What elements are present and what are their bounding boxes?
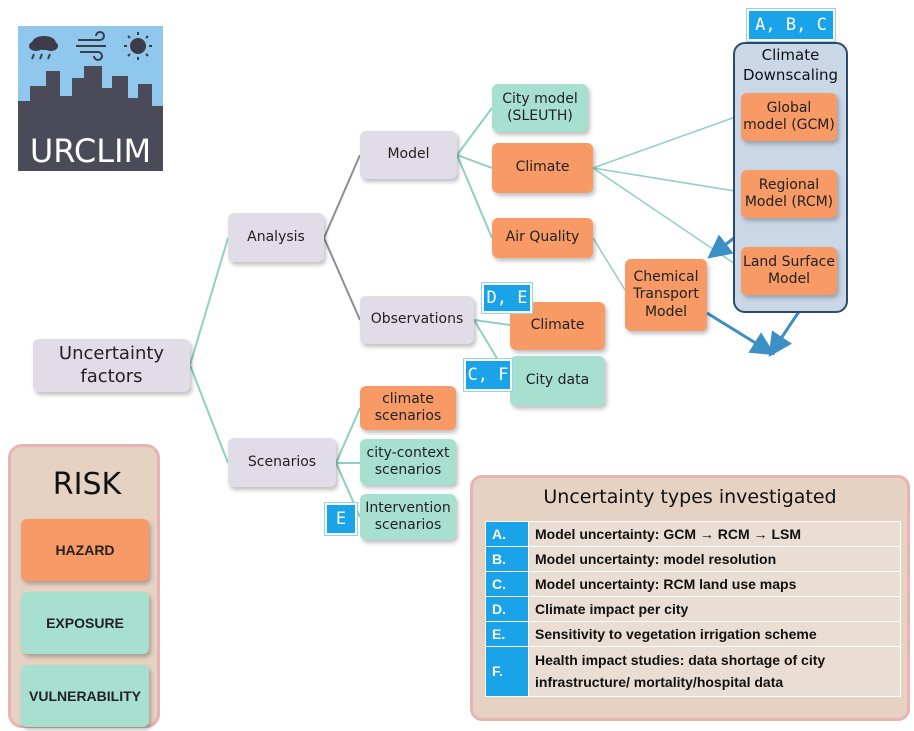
climate-scenarios-node[interactable]: climate scenarios bbox=[360, 386, 456, 430]
uncertainty-factors-node[interactable]: Uncertainty factors bbox=[33, 339, 190, 392]
uncertainty-types-table: A.Model uncertainty: GCM → RCM → LSM B.M… bbox=[485, 521, 901, 697]
tree-lines-analysis bbox=[323, 154, 361, 321]
intervention-scenarios-node[interactable]: Intervention scenarios bbox=[360, 494, 456, 540]
row-text: Model uncertainty: RCM land use maps bbox=[528, 571, 901, 597]
skyline-graphic bbox=[18, 31, 163, 171]
sun-icon bbox=[124, 32, 152, 60]
city-data-node[interactable]: City data bbox=[510, 356, 605, 406]
climate-model-node[interactable]: Climate bbox=[492, 143, 593, 193]
air-quality-node[interactable]: Air Quality bbox=[492, 218, 593, 258]
table-row: D.Climate impact per city bbox=[485, 596, 901, 622]
row-letter: E. bbox=[485, 621, 529, 647]
model-node[interactable]: Model bbox=[360, 131, 457, 179]
city-model-sleuth-node[interactable]: City model (SLEUTH) bbox=[492, 84, 588, 132]
tag-cf: C, F bbox=[463, 358, 513, 392]
tag-abc: A, B, C bbox=[746, 8, 836, 42]
table-row: A.Model uncertainty: GCM → RCM → LSM bbox=[485, 521, 901, 547]
tag-de: D, E bbox=[481, 282, 533, 314]
uncertainty-types-panel: Uncertainty types investigated A.Model u… bbox=[470, 475, 910, 721]
uncertainty-types-title: Uncertainty types investigated bbox=[543, 486, 837, 508]
row-text: Model uncertainty: GCM → RCM → LSM bbox=[528, 521, 901, 547]
tag-e: E bbox=[324, 502, 358, 536]
climate-downscaling-title: Climate Downscaling bbox=[742, 46, 839, 84]
observations-node[interactable]: Observations bbox=[360, 296, 474, 344]
wind-icon bbox=[76, 31, 106, 61]
analysis-node[interactable]: Analysis bbox=[228, 213, 324, 262]
land-surface-model-node[interactable]: Land Surface Model bbox=[741, 247, 837, 295]
exposure-box: EXPOSURE bbox=[21, 592, 149, 654]
scenarios-node[interactable]: Scenarios bbox=[228, 438, 336, 487]
city-skyline bbox=[18, 66, 163, 171]
urclim-logo: URCLIM bbox=[18, 26, 163, 171]
city-context-scenarios-node[interactable]: city-context scenarios bbox=[360, 439, 456, 485]
row-letter: C. bbox=[485, 571, 529, 597]
table-row: F.Health impact studies: data shortage o… bbox=[485, 646, 901, 697]
row-letter: D. bbox=[485, 596, 529, 622]
hazard-box: HAZARD bbox=[21, 519, 149, 581]
regional-model-rcm-node[interactable]: Regional Model (RCM) bbox=[741, 170, 837, 218]
tree-lines-scenarios bbox=[335, 407, 361, 518]
cloud-rain-icon bbox=[29, 36, 58, 60]
row-letter: B. bbox=[485, 546, 529, 572]
global-model-gcm-node[interactable]: Global model (GCM) bbox=[741, 93, 837, 141]
chemical-transport-model-node[interactable]: Chemical Transport Model bbox=[625, 259, 707, 331]
tree-lines-model bbox=[456, 107, 493, 239]
logo-text: URCLIM bbox=[29, 132, 152, 170]
row-text: Model uncertainty: model resolution bbox=[528, 546, 901, 572]
row-letter: A. bbox=[485, 521, 529, 547]
table-row: C.Model uncertainty: RCM land use maps bbox=[485, 571, 901, 597]
risk-panel: RISK HAZARD EXPOSURE VULNERABILITY bbox=[8, 444, 160, 728]
row-text: Health impact studies: data shortage of … bbox=[528, 646, 901, 697]
table-row: B.Model uncertainty: model resolution bbox=[485, 546, 901, 572]
risk-title: RISK bbox=[52, 467, 122, 502]
row-text: Climate impact per city bbox=[528, 596, 901, 622]
tree-lines-uncertainty bbox=[189, 237, 229, 464]
vulnerability-box: VULNERABILITY bbox=[21, 665, 149, 727]
table-row: E.Sensitivity to vegetation irrigation s… bbox=[485, 621, 901, 647]
row-letter: F. bbox=[485, 646, 529, 697]
row-text: Sensitivity to vegetation irrigation sch… bbox=[528, 621, 901, 647]
